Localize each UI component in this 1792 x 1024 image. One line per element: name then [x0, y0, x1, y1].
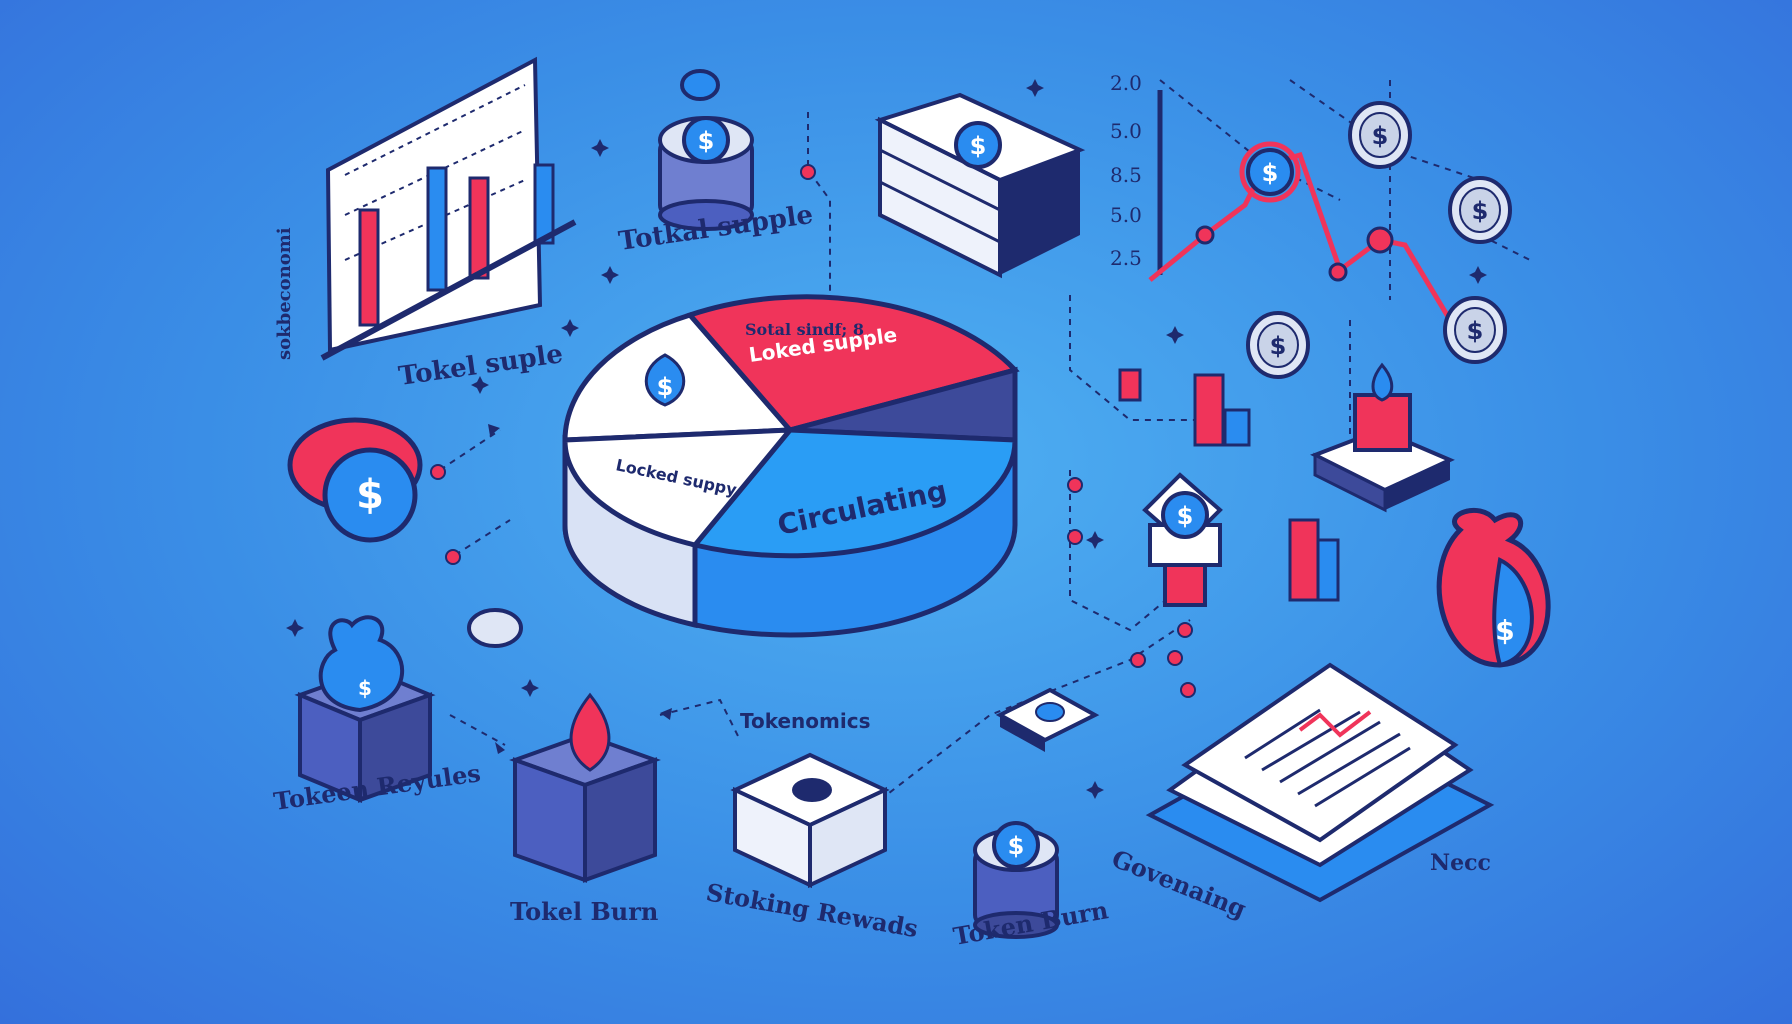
label-pie-top: Sotal sindf; 8 — [745, 320, 864, 339]
svg-text:$: $ — [356, 472, 384, 518]
label-tokel-burn: Tokel Burn — [510, 897, 658, 926]
flame-icon — [509, 692, 661, 883]
token-tower-icon — [1118, 368, 1340, 607]
coin-roll-icon: $ — [287, 417, 423, 543]
money-bag-box-icon: $ — [294, 615, 436, 803]
svg-text:$: $ — [358, 676, 372, 700]
label-chart-side: sokbeconomi — [274, 227, 295, 360]
coin-stack-bottom-icon — [973, 821, 1059, 939]
arrow-icons — [488, 424, 672, 754]
axis-tick-4: 2.5 — [1110, 246, 1142, 270]
axis-tick-3: 5.0 — [1110, 203, 1142, 227]
connector-nodes — [430, 164, 1196, 698]
staking-box-icon — [730, 752, 890, 889]
pedestal-icon — [1310, 362, 1455, 513]
label-staking: Stoking Rewads — [704, 877, 920, 943]
bar-chart-icon — [320, 56, 577, 361]
axis-tick-0: 2.0 — [1110, 71, 1142, 95]
label-tokenomics: Tokenomics — [740, 709, 871, 733]
cash-stack-icon — [874, 92, 1086, 279]
coin-icon — [467, 608, 523, 648]
svg-text:$: $ — [1495, 614, 1514, 647]
axis-tick-1: 5.0 — [1110, 119, 1142, 143]
token-card-icon — [995, 687, 1100, 752]
axis-tick-2: 8.5 — [1110, 163, 1142, 187]
document-icon — [1145, 662, 1495, 903]
coin-stack-icon — [658, 69, 754, 231]
line-chart-icon: 2.0 5.0 8.5 5.0 2.5 — [1110, 71, 1512, 379]
money-bag-icon: $ — [1436, 508, 1551, 668]
svg-text:$: $ — [657, 373, 674, 401]
pie-chart-icon: $ — [562, 294, 1020, 638]
label-necc: Necc — [1430, 850, 1491, 876]
